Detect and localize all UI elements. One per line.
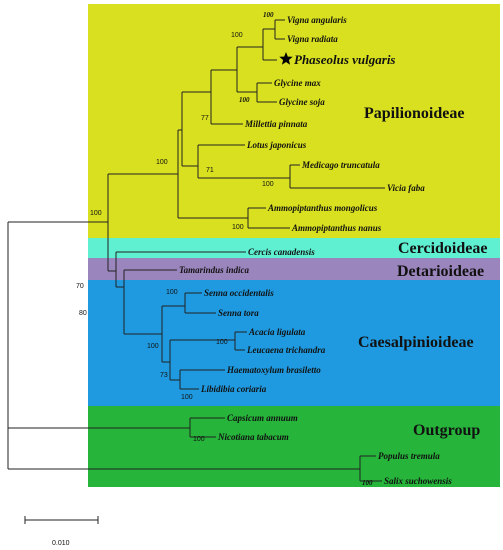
bootstrap-detar-caesal: 70 (76, 283, 84, 290)
bootstrap-medicago-vicia: 100 (262, 181, 274, 188)
taxon-haematoxylum-brasiletto: Haematoxylum brasiletto (226, 365, 321, 375)
scale-bar (24, 516, 99, 524)
detarioideae-label: Detarioideae (397, 263, 484, 280)
cercidoideae-band (88, 238, 500, 258)
taxon-vigna-angularis: Vigna angularis (287, 15, 347, 25)
bootstrap-haem-libidibia: 100 (181, 394, 193, 401)
bootstrap-glycine: 100 (239, 96, 250, 104)
scale-bar-label: 0.010 (52, 540, 70, 547)
bootstrap-vigna: 100 (263, 11, 274, 19)
taxon-acacia-ligulata: Acacia ligulata (248, 327, 306, 337)
taxon-senna-occidentalis: Senna occidentalis (204, 288, 274, 298)
bootstrap-outgroup-salicaceae: 100 (362, 479, 373, 487)
caesalpinioideae-label: Caesalpinioideae (358, 334, 474, 351)
outgroup-label: Outgroup (413, 422, 480, 439)
bootstrap-root-ingroup: 100 (90, 210, 102, 217)
taxon-capsicum-annuum: Capsicum annuum (227, 413, 298, 423)
tree-branches (7, 19, 385, 482)
bootstrap-ammopiptanthus: 100 (232, 224, 244, 231)
taxon-leucaena-trichandra: Leucaena trichandra (246, 345, 326, 355)
bootstrap-haematoxylum-clade: 73 (160, 372, 168, 379)
bootstrap-vigna-phaseolus: 100 (231, 32, 243, 39)
taxon-vicia-faba: Vicia faba (387, 183, 425, 193)
bootstrap-caesal-crown: 80 (79, 310, 87, 317)
outgroup-band (88, 406, 500, 487)
taxon-glycine-max: Glycine max (274, 78, 321, 88)
bootstrap-core-papilio: 77 (201, 115, 209, 122)
taxon-populus-tremula: Populus tremula (378, 451, 440, 461)
bootstrap-senna: 100 (166, 289, 178, 296)
star-icon (279, 52, 293, 65)
taxon-senna-tora: Senna tora (218, 308, 259, 318)
taxon-tamarindus-indica: Tamarindus indica (179, 265, 249, 275)
taxon-vigna-radiata: Vigna radiata (287, 34, 338, 44)
bootstrap-outgroup-solanaceae: 100 (193, 436, 205, 443)
taxon-phaseolus-vulgaris: Phaseolus vulgaris (294, 52, 396, 67)
taxon-lotus-japonicus: Lotus japonicus (246, 140, 307, 150)
cercidoideae-label: Cercidoideae (398, 240, 487, 257)
taxon-glycine-soja: Glycine soja (279, 97, 325, 107)
papilionoideae-band (88, 4, 500, 238)
caesalpinioideae-band (88, 280, 500, 406)
bootstrap-caesal-core: 100 (147, 343, 159, 350)
taxon-ammopiptanthus-nanus: Ammopiptanthus nanus (291, 223, 382, 233)
taxon-libidibia-coriaria: Libidibia coriaria (200, 384, 267, 394)
papilionoideae-label: Papilionoideae (364, 105, 464, 122)
bootstrap-lotus-clade: 71 (206, 167, 214, 174)
taxon-ammopiptanthus-mongolicus: Ammopiptanthus mongolicus (267, 203, 378, 213)
taxon-millettia-pinnata: Millettia pinnata (244, 119, 308, 129)
taxon-nicotiana-tabacum: Nicotiana tabacum (217, 432, 289, 442)
detarioideae-band (88, 258, 500, 280)
bootstrap-acacia-leucaena: 100 (216, 339, 228, 346)
taxon-cercis-canadensis: Cercis canadensis (248, 247, 315, 257)
taxon-medicago-truncatula: Medicago truncatula (301, 160, 380, 170)
taxon-salix-suchowensis: Salix suchowensis (384, 476, 452, 486)
bootstrap-papilio-crown: 100 (156, 159, 168, 166)
